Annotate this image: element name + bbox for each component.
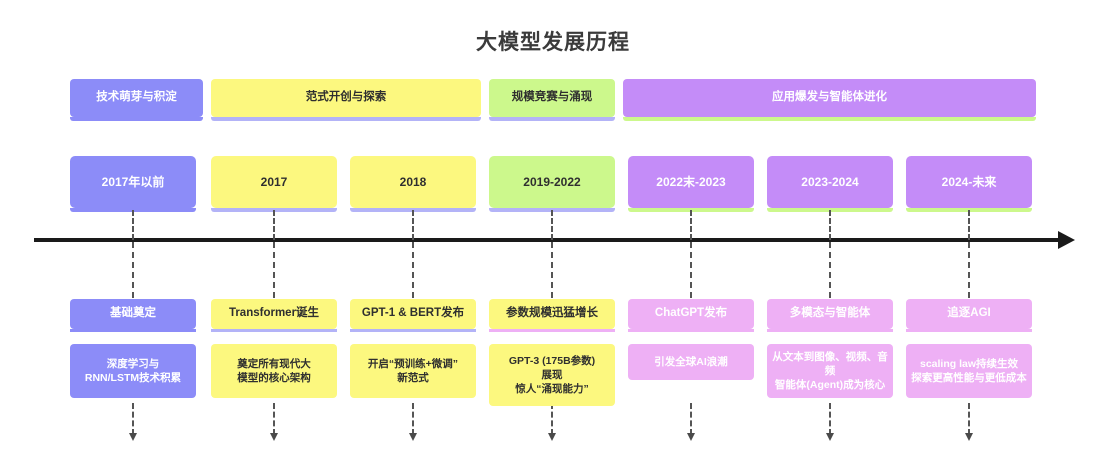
connector-arrow-head-icon-4 xyxy=(547,433,556,441)
phase-underline-3 xyxy=(489,117,615,121)
connector-arrow-head-icon-1 xyxy=(128,433,137,441)
connector-6-2 xyxy=(829,242,831,298)
connector-2-3 xyxy=(273,403,275,435)
connector-7-3 xyxy=(968,403,970,435)
connector-5-3 xyxy=(690,403,692,435)
event-title-box-5: ChatGPT发布 xyxy=(628,299,754,329)
event-title-underline-2 xyxy=(211,329,337,332)
year-box-7: 2024-未来 xyxy=(906,156,1032,208)
event-title-box-6: 多模态与智能体 xyxy=(767,299,893,329)
connector-5-1 xyxy=(690,210,692,240)
event-title-box-3: GPT-1 & BERT发布 xyxy=(350,299,476,329)
year-box-2: 2017 xyxy=(211,156,337,208)
event-title-underline-1 xyxy=(70,329,196,332)
event-description-box-3: 开启“预训练+微调” 新范式 xyxy=(350,344,476,398)
event-description-text-7: scaling law持续生效 探索更高性能与更低成本 xyxy=(911,357,1027,384)
year-box-6: 2023-2024 xyxy=(767,156,893,208)
connector-2-2 xyxy=(273,242,275,298)
connector-3-2 xyxy=(412,242,414,298)
event-description-box-5: 引发全球AI浪潮 xyxy=(628,344,754,380)
connector-3-1 xyxy=(412,210,414,240)
phase-box-4: 应用爆发与智能体进化 xyxy=(623,79,1036,117)
year-box-3: 2018 xyxy=(350,156,476,208)
event-description-box-7: scaling law持续生效 探索更高性能与更低成本 xyxy=(906,344,1032,398)
connector-arrow-head-icon-6 xyxy=(825,433,834,441)
year-box-1: 2017年以前 xyxy=(70,156,196,208)
event-description-text-5: 引发全球AI浪潮 xyxy=(654,355,728,368)
event-description-text-6: 从文本到图像、视频、音频 智能体(Agent)成为核心 xyxy=(772,350,888,392)
connector-6-1 xyxy=(829,210,831,240)
connector-arrow-head-icon-5 xyxy=(686,433,695,441)
event-description-box-2: 奠定所有现代大 模型的核心架构 xyxy=(211,344,337,398)
event-title-underline-3 xyxy=(350,329,476,332)
connector-4-1 xyxy=(551,210,553,240)
event-title-underline-7 xyxy=(906,329,1032,332)
connector-4-3 xyxy=(551,403,553,435)
event-title-box-7: 追逐AGI xyxy=(906,299,1032,329)
timeline-arrow-head-icon xyxy=(1058,231,1075,249)
event-title-underline-6 xyxy=(767,329,893,332)
connector-3-3 xyxy=(412,403,414,435)
year-box-5: 2022末-2023 xyxy=(628,156,754,208)
connector-2-1 xyxy=(273,210,275,240)
event-description-text-4: GPT-3 (175B参数) 展现 惊人“涌现能力” xyxy=(508,354,596,396)
connector-5-2 xyxy=(690,242,692,298)
phase-box-1: 技术萌芽与积淀 xyxy=(70,79,203,117)
event-title-underline-4 xyxy=(489,329,615,332)
page-title: 大模型发展历程 xyxy=(476,31,630,54)
phase-box-3: 规模竞赛与涌现 xyxy=(489,79,615,117)
event-description-text-2: 奠定所有现代大 模型的核心架构 xyxy=(237,357,311,384)
connector-arrow-head-icon-7 xyxy=(964,433,973,441)
event-description-box-1: 深度学习与 RNN/LSTM技术积累 xyxy=(70,344,196,398)
event-description-text-1: 深度学习与 RNN/LSTM技术积累 xyxy=(84,357,182,384)
event-title-box-2: Transformer诞生 xyxy=(211,299,337,329)
event-title-box-1: 基础奠定 xyxy=(70,299,196,329)
event-title-underline-5 xyxy=(628,329,754,332)
event-description-text-3: 开启“预训练+微调” 新范式 xyxy=(367,357,459,384)
connector-arrow-head-icon-3 xyxy=(408,433,417,441)
event-title-box-4: 参数规模迅猛增长 xyxy=(489,299,615,329)
connector-1-1 xyxy=(132,210,134,240)
phase-underline-2 xyxy=(211,117,481,121)
connector-1-3 xyxy=(132,403,134,435)
connector-4-2 xyxy=(551,242,553,298)
connector-1-2 xyxy=(132,242,134,298)
phase-box-2: 范式开创与探索 xyxy=(211,79,481,117)
year-box-4: 2019-2022 xyxy=(489,156,615,208)
timeline-axis-line xyxy=(34,238,1066,242)
connector-arrow-head-icon-2 xyxy=(269,433,278,441)
connector-7-2 xyxy=(968,242,970,298)
phase-underline-4 xyxy=(623,117,1036,121)
event-description-box-6: 从文本到图像、视频、音频 智能体(Agent)成为核心 xyxy=(767,344,893,398)
connector-7-1 xyxy=(968,210,970,240)
phase-underline-1 xyxy=(70,117,203,121)
event-description-box-4: GPT-3 (175B参数) 展现 惊人“涌现能力” xyxy=(489,344,615,406)
connector-6-3 xyxy=(829,403,831,435)
